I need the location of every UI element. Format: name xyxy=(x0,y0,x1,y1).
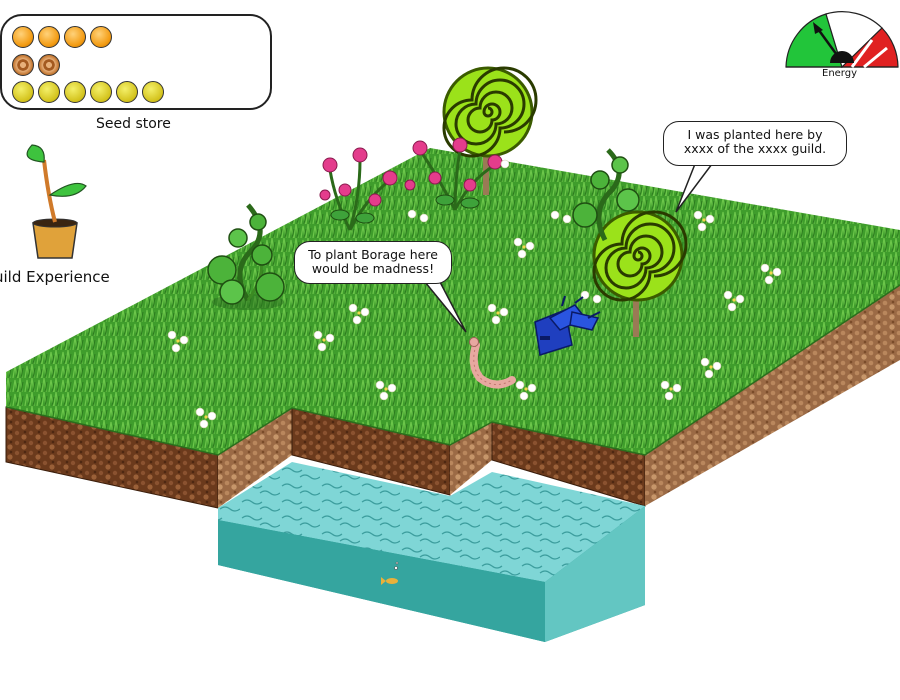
energy-label: Energy xyxy=(822,68,858,79)
energy-needle-icon xyxy=(816,27,844,63)
brown-seed-icon[interactable] xyxy=(12,54,34,76)
guild-experience-label: uild Experience xyxy=(0,268,110,286)
yellow-seed-icon[interactable] xyxy=(90,81,112,103)
daisy-centers xyxy=(176,218,773,419)
spiral-tree-back[interactable] xyxy=(442,66,538,195)
seed-row-yellow xyxy=(12,81,164,103)
grass-field[interactable] xyxy=(6,148,900,455)
brown-seed-icon[interactable] xyxy=(38,54,60,76)
earthworm-character[interactable] xyxy=(469,337,516,389)
seed-row-orange xyxy=(12,26,112,48)
yellow-seed-icon[interactable] xyxy=(142,81,164,103)
orange-seed-icon[interactable] xyxy=(12,26,34,48)
yellow-seed-icon[interactable] xyxy=(64,81,86,103)
vine-plant-right[interactable] xyxy=(572,148,640,242)
spiral-tree-front[interactable] xyxy=(592,210,688,337)
tree-speech-text: I was planted here by xxxx of the xxxx g… xyxy=(683,127,827,156)
blue-robot-character[interactable] xyxy=(534,295,601,356)
sapling-pot-icon[interactable] xyxy=(26,144,87,259)
orange-seed-icon[interactable] xyxy=(38,26,60,48)
worm-speech-text: To plant Borage here would be madness! xyxy=(308,247,438,276)
vine-plant-left[interactable] xyxy=(207,203,285,310)
yellow-seed-icon[interactable] xyxy=(12,81,34,103)
pink-flower-plant[interactable] xyxy=(319,137,503,231)
daisy-flowers xyxy=(167,159,782,429)
fish-icon[interactable] xyxy=(381,561,399,585)
yellow-seed-icon[interactable] xyxy=(38,81,60,103)
orange-seed-icon[interactable] xyxy=(90,26,112,48)
yellow-seed-icon[interactable] xyxy=(116,81,138,103)
seed-store-label: Seed store xyxy=(96,116,171,132)
seed-store-panel[interactable] xyxy=(0,14,272,110)
tree-speech-bubble: I was planted here by xxxx of the xxxx g… xyxy=(663,121,847,166)
orange-seed-icon[interactable] xyxy=(64,26,86,48)
worm-speech-bubble: To plant Borage here would be madness! xyxy=(294,241,452,284)
seed-row-brown xyxy=(12,54,60,76)
energy-gauge xyxy=(785,11,899,69)
